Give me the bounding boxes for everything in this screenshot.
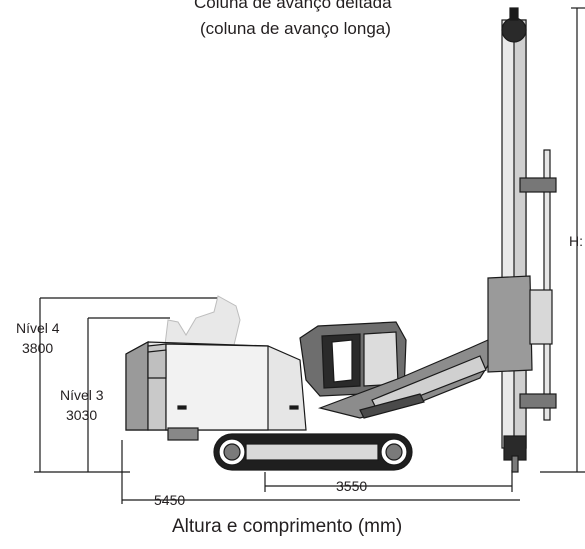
mast-title-line1: Coluna de avanço deitada xyxy=(194,0,392,12)
operator-cab xyxy=(299,321,407,397)
crawler-track xyxy=(213,433,413,471)
track-length-value: 3550 xyxy=(336,478,368,494)
feed-mast xyxy=(487,7,557,473)
machine-body xyxy=(125,340,307,441)
level3-value: 3030 xyxy=(66,407,98,423)
figure-caption: Altura e comprimento (mm) xyxy=(172,516,403,537)
boom-arm xyxy=(317,339,495,419)
level4-ghost-cab xyxy=(164,295,241,346)
level3-label: Nível 3 xyxy=(60,387,104,403)
level4-label: Nível 4 xyxy=(16,320,60,336)
mast-title-line2: (coluna de avanço longa) xyxy=(200,19,391,38)
level4-value: 3800 xyxy=(22,340,54,356)
total-length-value: 5450 xyxy=(154,492,186,508)
height-label: H: xyxy=(569,233,583,249)
